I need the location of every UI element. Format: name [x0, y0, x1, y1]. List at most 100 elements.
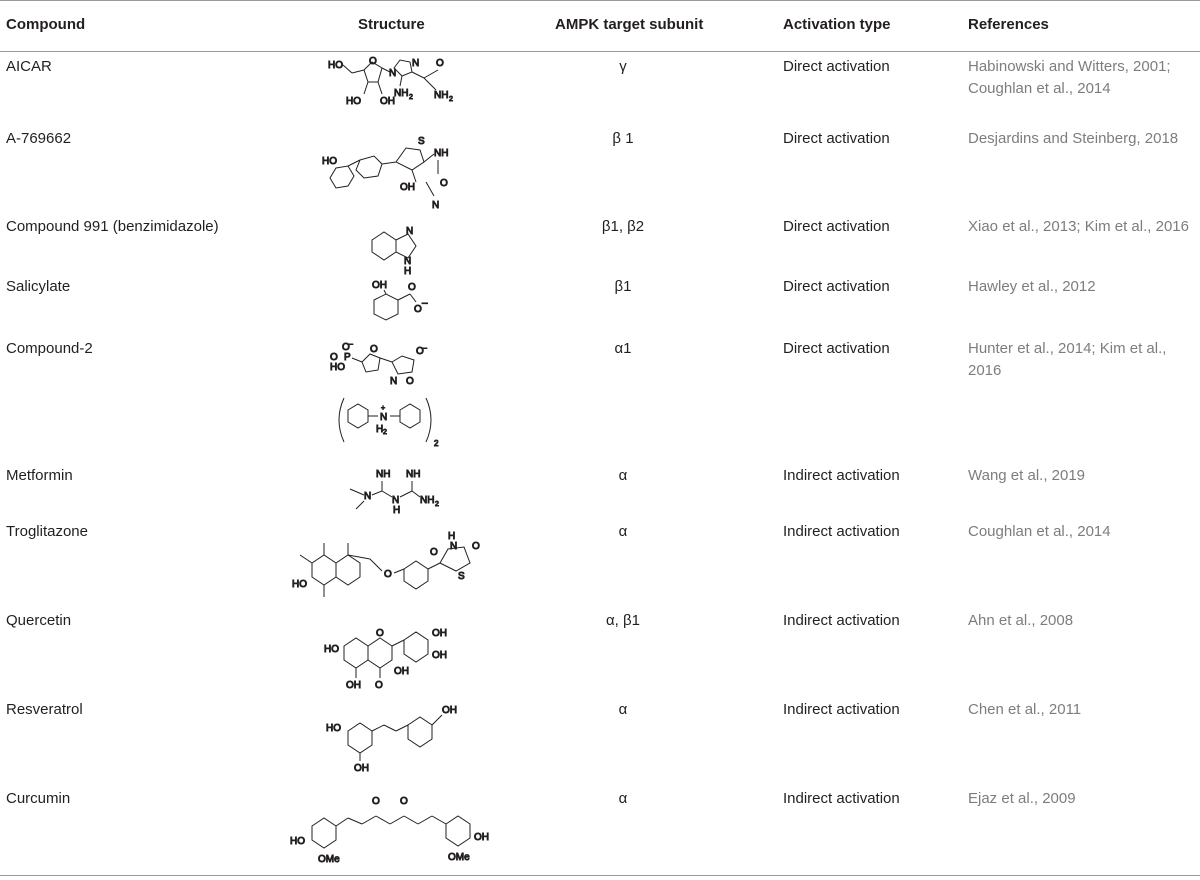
- svg-text:NH: NH: [406, 469, 420, 480]
- svg-text:NH: NH: [376, 469, 390, 480]
- troglitazone-structure-image: HO O H N O O S: [290, 523, 520, 607]
- aicar-structure-image: HO O N N O NH 2 NH 2 HO: [328, 56, 468, 120]
- svg-text:NH: NH: [434, 148, 448, 159]
- svg-text:O: O: [416, 346, 424, 357]
- curcumin-structure-image: HO OMe O O OH OMe: [288, 790, 518, 872]
- svg-text:HO: HO: [322, 156, 337, 167]
- svg-text:H: H: [404, 266, 411, 277]
- svg-text:–: –: [349, 341, 353, 348]
- svg-text:OH: OH: [474, 832, 489, 843]
- svg-text:N: N: [364, 491, 371, 502]
- svg-text:HO: HO: [290, 836, 305, 847]
- activation-type: Indirect activation: [783, 467, 900, 484]
- svg-text:P: P: [344, 352, 351, 363]
- compound-name: A-769662: [6, 130, 72, 147]
- svg-text:HO: HO: [330, 362, 345, 373]
- svg-text:O: O: [372, 796, 380, 807]
- svg-text:N: N: [392, 495, 399, 506]
- svg-text:OH: OH: [432, 628, 447, 639]
- svg-text:OH: OH: [354, 763, 369, 774]
- svg-text:OH: OH: [372, 280, 387, 291]
- svg-text:2: 2: [383, 429, 387, 436]
- svg-text:HO: HO: [324, 644, 339, 655]
- svg-text:O: O: [414, 304, 422, 315]
- activation-type: Direct activation: [783, 218, 890, 235]
- reference-link[interactable]: Ahn et al., 2008: [968, 612, 1074, 629]
- compound-name: Troglitazone: [6, 523, 88, 540]
- svg-text:O: O: [408, 282, 416, 293]
- svg-text:OH: OH: [380, 96, 395, 107]
- reference-link[interactable]: Habinowski and Witters, 2001; Coughlan e…: [968, 58, 1171, 97]
- svg-text:H: H: [448, 531, 455, 542]
- svg-text:N: N: [380, 412, 387, 423]
- reference-link[interactable]: Chen et al., 2011: [968, 701, 1082, 718]
- svg-text:OH: OH: [442, 705, 457, 716]
- svg-text:NH: NH: [420, 495, 434, 506]
- reference-link[interactable]: Ejaz et al., 2009: [968, 790, 1076, 807]
- activation-type: Direct activation: [783, 58, 890, 75]
- reference-link[interactable]: Wang et al., 2019: [968, 467, 1086, 484]
- svg-text:H: H: [376, 424, 383, 435]
- compound-name: AICAR: [6, 58, 52, 75]
- svg-text:HO: HO: [328, 60, 343, 71]
- svg-text:O: O: [369, 56, 377, 67]
- activation-type: Indirect activation: [783, 790, 900, 807]
- svg-text:O: O: [436, 58, 444, 69]
- resveratrol-structure-image: HO OH OH: [326, 701, 476, 781]
- activation-type: Indirect activation: [783, 523, 900, 540]
- svg-text:H: H: [393, 505, 400, 516]
- svg-text:NH: NH: [394, 88, 408, 99]
- svg-text:2: 2: [449, 96, 453, 103]
- svg-text:O: O: [342, 342, 350, 353]
- quercetin-structure-image: HO O OH O OH OH OH: [324, 612, 474, 692]
- header-ampk-subunit: AMPK target subunit: [555, 16, 704, 33]
- activation-type: Indirect activation: [783, 701, 900, 718]
- ampk-subunit: α, β1: [606, 612, 640, 629]
- header-activation-type: Activation type: [783, 16, 891, 33]
- ampk-subunit: γ: [619, 58, 627, 75]
- compound-name: Salicylate: [6, 278, 71, 295]
- svg-text:O: O: [375, 680, 383, 691]
- svg-text:–: –: [423, 345, 427, 352]
- svg-text:+: +: [381, 405, 385, 412]
- svg-text:OMe: OMe: [318, 854, 340, 865]
- reference-link[interactable]: Coughlan et al., 2014: [968, 523, 1111, 540]
- reference-link[interactable]: Hawley et al., 2012: [968, 278, 1096, 295]
- compound-name: Quercetin: [6, 612, 72, 629]
- activation-type: Direct activation: [783, 340, 890, 357]
- svg-text:O: O: [400, 796, 408, 807]
- svg-text:O: O: [370, 344, 378, 355]
- ampk-subunit: α: [618, 467, 628, 484]
- a769662-structure-image: HO S NH O OH N: [316, 130, 476, 212]
- compound-name: Compound 991 (benzimidazole): [6, 218, 219, 235]
- svg-text:OH: OH: [432, 650, 447, 661]
- ampk-subunit: β1, β2: [601, 218, 645, 235]
- activation-type: Indirect activation: [783, 612, 900, 629]
- compound-name: Compound-2: [6, 340, 93, 357]
- svg-text:HO: HO: [346, 96, 361, 107]
- svg-text:N: N: [450, 541, 457, 552]
- reference-link[interactable]: Xiao et al., 2013; Kim et al., 2016: [968, 218, 1189, 235]
- svg-text:HO: HO: [326, 723, 341, 734]
- table-header: Compound Structure AMPK target subunit A…: [0, 0, 1200, 52]
- reference-link[interactable]: Desjardins and Steinberg, 2018: [968, 130, 1179, 147]
- svg-text:O: O: [376, 628, 384, 639]
- ampk-subunit: β 1: [612, 130, 634, 147]
- compound-name: Curcumin: [6, 790, 71, 807]
- svg-text:O: O: [384, 569, 392, 580]
- svg-text:N: N: [412, 58, 419, 69]
- svg-text:NH: NH: [434, 90, 448, 101]
- svg-text:2: 2: [434, 439, 439, 448]
- ampk-subunit: β1: [614, 278, 632, 295]
- compound-2-structure-image: O – P HO O O O – N O N + H 2: [330, 338, 460, 462]
- header-references: References: [968, 16, 1049, 33]
- ampk-subunit: α: [618, 701, 628, 718]
- table-bottom-rule: [0, 875, 1200, 876]
- svg-text:N: N: [404, 256, 411, 267]
- svg-text:OH: OH: [346, 680, 361, 691]
- svg-text:S: S: [418, 136, 425, 147]
- reference-link[interactable]: Hunter et al., 2014; Kim et al., 2016: [968, 340, 1167, 379]
- svg-text:O: O: [440, 178, 448, 189]
- svg-text:O: O: [472, 541, 480, 552]
- svg-text:N: N: [390, 376, 397, 387]
